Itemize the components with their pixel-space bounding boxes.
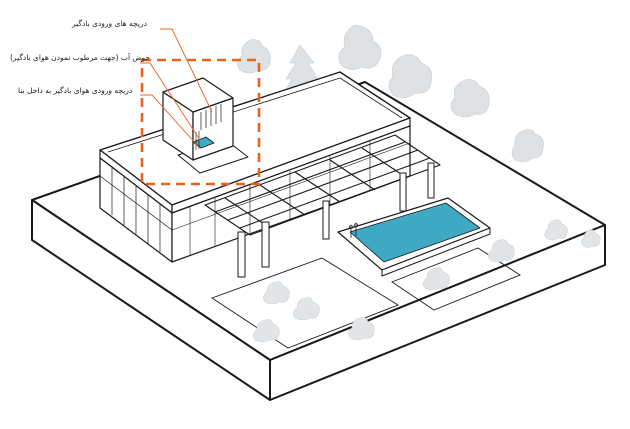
tree-icon <box>293 297 320 321</box>
pool-front-edge <box>381 227 491 277</box>
pergola-purlin <box>214 141 406 213</box>
swimming-pool <box>337 197 491 277</box>
tree-icon <box>263 281 290 305</box>
annotation-water-pool: حوض آب (جهت مرطوب نمودن هوای بادگیر) <box>10 53 151 62</box>
tree-icon <box>423 267 450 291</box>
tree-icon <box>253 319 280 343</box>
site-right-side <box>269 224 606 401</box>
column <box>237 231 246 278</box>
tree-icon <box>511 129 544 162</box>
pergola-columns <box>237 162 435 278</box>
tower-water-basin <box>192 136 215 149</box>
tree-icon <box>544 219 568 241</box>
pergola-purlin <box>239 157 431 229</box>
tree-icon <box>388 54 433 98</box>
tree-icon <box>237 39 271 74</box>
tree-icon <box>348 317 375 341</box>
tower-inlet-lines <box>195 131 200 150</box>
wind-catcher-highlight-box <box>140 58 261 186</box>
pool-ladder-icon <box>348 222 359 238</box>
column <box>399 172 407 212</box>
pergola-frame <box>204 134 441 236</box>
ladder-handle <box>353 222 359 227</box>
column <box>322 200 330 240</box>
tower-roof <box>162 77 234 113</box>
annotation-wind-catcher-inlet-grilles: دریچه های ورودی بادگیر <box>72 19 147 28</box>
tree-icon <box>488 239 515 263</box>
side-path-outline <box>391 247 521 311</box>
trees-front <box>253 219 601 343</box>
tower-grilles <box>200 104 222 130</box>
pergola-beam <box>329 159 376 191</box>
tree-icon <box>581 229 601 248</box>
pool-water <box>349 202 481 263</box>
annotation-inlet-vent: دریچه ورودی هوای بادگیر به داخل بنا <box>18 86 133 95</box>
leader-inlet <box>140 94 198 146</box>
annotation-leaders <box>140 28 213 146</box>
window-band <box>99 175 173 231</box>
leader-grilles <box>160 28 213 113</box>
pergola-purlin <box>227 149 419 221</box>
column <box>427 162 435 199</box>
tree-icon <box>338 24 382 70</box>
glazing-band <box>171 142 411 231</box>
column <box>261 221 270 268</box>
left-facade-windows <box>99 168 173 252</box>
building <box>99 71 441 278</box>
wind-catcher <box>162 77 249 174</box>
tree-icon <box>450 79 490 118</box>
ladder-handle <box>348 224 354 229</box>
front-facade-glazing <box>171 141 411 256</box>
leader-pool <box>140 62 201 141</box>
